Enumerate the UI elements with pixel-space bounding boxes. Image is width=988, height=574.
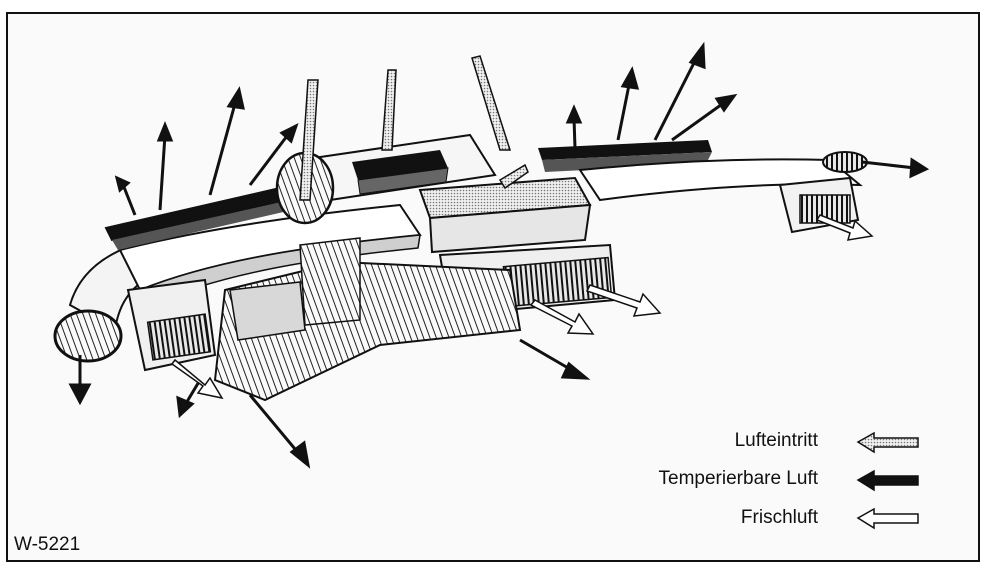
- center-dash-vent: [352, 150, 449, 195]
- tempered-air-arrows: [68, 41, 930, 469]
- fresh-air-arrows: [170, 214, 874, 400]
- legend-label-intake: Lufteintritt: [734, 430, 818, 451]
- distribution-box: [418, 176, 592, 254]
- legend-label-fresh: Frischluft: [740, 507, 818, 528]
- figure-id: W-5221: [14, 534, 81, 555]
- intake-arrows: [299, 55, 529, 201]
- legend-arrow-fresh: [856, 507, 919, 530]
- right-dash-vent: [538, 140, 712, 172]
- heater-housing: [213, 237, 522, 402]
- legend-label-tempered: Temperierbare Luft: [658, 468, 818, 489]
- left-footwell-outlet: [126, 278, 217, 372]
- legend-arrow-tempered: [856, 469, 919, 492]
- right-side-outlet: [778, 176, 860, 234]
- legend-arrow-intake: [856, 431, 919, 454]
